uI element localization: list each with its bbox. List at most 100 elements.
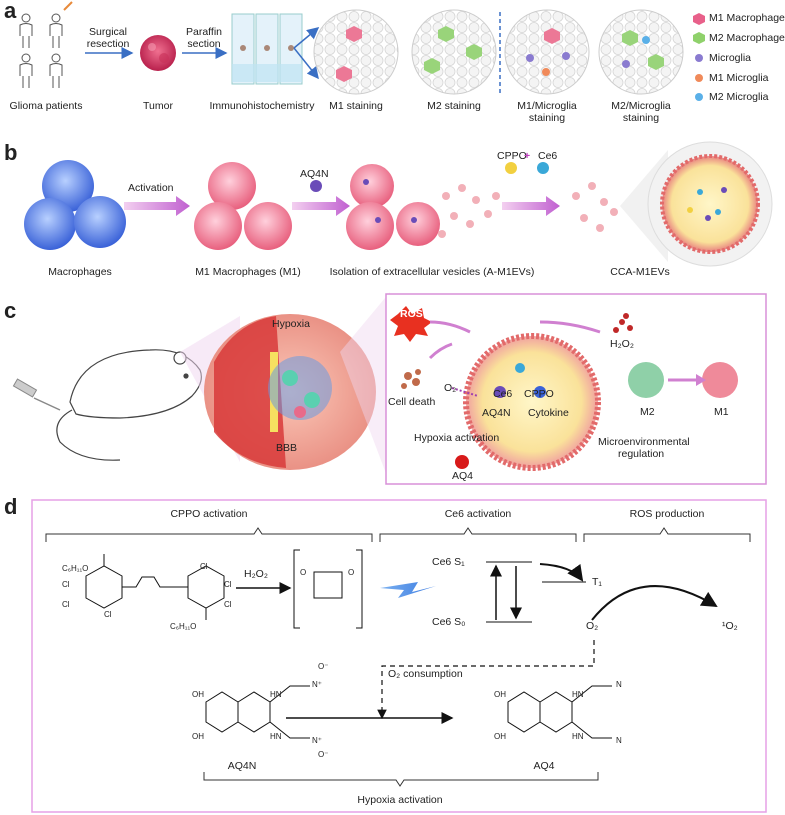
cell-death-label: Cell death	[388, 396, 436, 408]
oh-label-4: OH	[494, 732, 506, 741]
syringe-icon	[12, 378, 61, 411]
legend-microglia: Microglia	[709, 52, 752, 64]
aq4-molecule-icon	[455, 455, 469, 469]
ros-label: ROS	[400, 308, 423, 320]
brain-tumor-icon	[204, 314, 376, 470]
slides-icon	[231, 13, 303, 85]
panel-letter-d: d	[4, 494, 18, 519]
micro-label-1: Microenvironmental	[598, 436, 690, 448]
activation-label: Activation	[128, 182, 174, 194]
h2o2-label-c: H₂O₂	[610, 338, 634, 350]
bbb-label: BBB	[276, 442, 298, 454]
aq4-label-c: AQ4	[452, 470, 474, 482]
cl-label-2: Cl	[62, 600, 70, 609]
ros-production-label: ROS production	[629, 508, 705, 520]
isolation-label: Isolation of extracellular vesicles (A-M…	[329, 266, 535, 278]
legend-m1-macrophage: M1 Macrophage	[709, 12, 785, 24]
surgical-label-2: resection	[86, 38, 130, 50]
legend-m1-microglia: M1 Microglia	[709, 72, 769, 84]
m2-microglia-label-1: M2/Microglia	[611, 100, 671, 112]
hypoxia-label: Hypoxia	[272, 318, 310, 330]
cppo-activation-label: CPPO activation	[170, 508, 248, 520]
hypoxia-activation-label-d: Hypoxia activation	[357, 794, 443, 806]
hn-label-2: HN	[270, 732, 282, 741]
cppo-molecule-icon	[505, 162, 517, 174]
oh-label-2: OH	[192, 732, 204, 741]
ominus-label-2: O⁻	[318, 750, 329, 759]
legend-m2-microglia: M2 Microglia	[709, 91, 769, 103]
cca-vesicles-icon	[572, 182, 618, 232]
nplus-label-2: N⁺	[312, 736, 322, 745]
cppo-structure	[85, 554, 225, 620]
ce6-s0-label: Ce6 S₀	[432, 616, 466, 628]
cell-death-icon	[401, 369, 421, 389]
o-label-1: O	[300, 568, 307, 577]
glioma-patients-label: Glioma patients	[9, 100, 83, 112]
c6h11o-label-2: C₆H₁₁O	[170, 622, 197, 631]
hn-label-3: HN	[572, 690, 584, 699]
panel-d-graphics	[31, 499, 767, 813]
lightning-icon	[380, 582, 436, 598]
aq4-structure	[507, 685, 612, 739]
panel-letter-b: b	[4, 140, 18, 165]
micro-label-2: regulation	[618, 448, 665, 460]
m1-staining-label: M1 staining	[329, 100, 383, 112]
o2-consumption-label: O₂ consumption	[388, 668, 463, 680]
oh-label-3: OH	[494, 690, 506, 699]
panel-b-graphics	[24, 141, 773, 267]
cppo-label-b: CPPO	[497, 150, 527, 162]
legend-m2-macrophage: M2 Macrophage	[709, 32, 785, 44]
t1-label: T₁	[592, 576, 602, 588]
ominus-label-1: O⁻	[318, 662, 329, 671]
macrophages-label: Macrophages	[48, 266, 112, 278]
panel-letter-a: a	[4, 0, 17, 23]
mouse-icon	[56, 349, 202, 461]
ros-burst-icon	[390, 306, 432, 342]
cl-label-3: Cl	[104, 610, 112, 619]
m1-macrophages-label: M1 Macrophages (M1)	[195, 266, 301, 278]
isolated-cells-icon	[346, 164, 440, 250]
oh-label-1: OH	[192, 690, 204, 699]
n-label-2: N	[616, 736, 622, 745]
cca-m1ev-center-icon	[463, 333, 601, 471]
cca-m1ev-detail-icon	[647, 141, 773, 267]
ce6-label-b: Ce6	[538, 150, 558, 162]
h2o2-label-d: H₂O₂	[244, 568, 268, 580]
n-label-1: N	[616, 680, 622, 689]
aq4n-label-b: AQ4N	[300, 168, 329, 180]
aq4n-label-c: AQ4N	[482, 407, 511, 419]
cl-label-1: Cl	[62, 580, 70, 589]
cl-label-6: Cl	[224, 600, 232, 609]
o2-label-d: O₂	[586, 620, 599, 632]
cl-label-4: Cl	[200, 562, 208, 571]
dioxetanedione-structure	[293, 549, 363, 629]
paraffin-label-2: section	[187, 38, 221, 50]
m2-staining-circle	[411, 9, 497, 95]
c6h11o-label-1: C₆H₁₁O	[62, 564, 89, 573]
m2-microglia-circle	[598, 9, 684, 95]
m1-staining-circle	[313, 9, 399, 95]
hypoxia-activation-label-c: Hypoxia activation	[414, 432, 500, 444]
cppo-label-c: CPPO	[524, 388, 554, 400]
m2-microglia-label-2: staining	[622, 112, 660, 124]
m2-cell-icon	[628, 362, 664, 398]
ce6-molecule-icon	[537, 162, 549, 174]
ihc-label: Immunohistochemistry	[209, 100, 315, 112]
ce6-s1-label: Ce6 S₁	[432, 556, 465, 568]
vesicles-icon	[438, 184, 500, 238]
macrophages-icon	[24, 160, 126, 250]
panel-a-graphics	[19, 1, 705, 101]
cytokine-label: Cytokine	[528, 407, 569, 419]
cl-label-5: Cl	[224, 580, 232, 589]
aq4n-molecule-icon	[310, 180, 322, 192]
ce6-label-c: Ce6	[493, 388, 513, 400]
nplus-label-1: N⁺	[312, 680, 322, 689]
o2-label-c: O₂	[444, 382, 457, 394]
m1-microglia-label-2: staining	[528, 112, 566, 124]
aq4n-label-d: AQ4N	[227, 760, 257, 772]
singlet-o2-label: ¹O₂	[722, 620, 738, 632]
h2o2-icon	[613, 313, 633, 333]
paraffin-label-1: Paraffin	[186, 26, 222, 38]
panel-c-graphics	[12, 292, 767, 485]
surgical-label-1: Surgical	[89, 26, 127, 38]
